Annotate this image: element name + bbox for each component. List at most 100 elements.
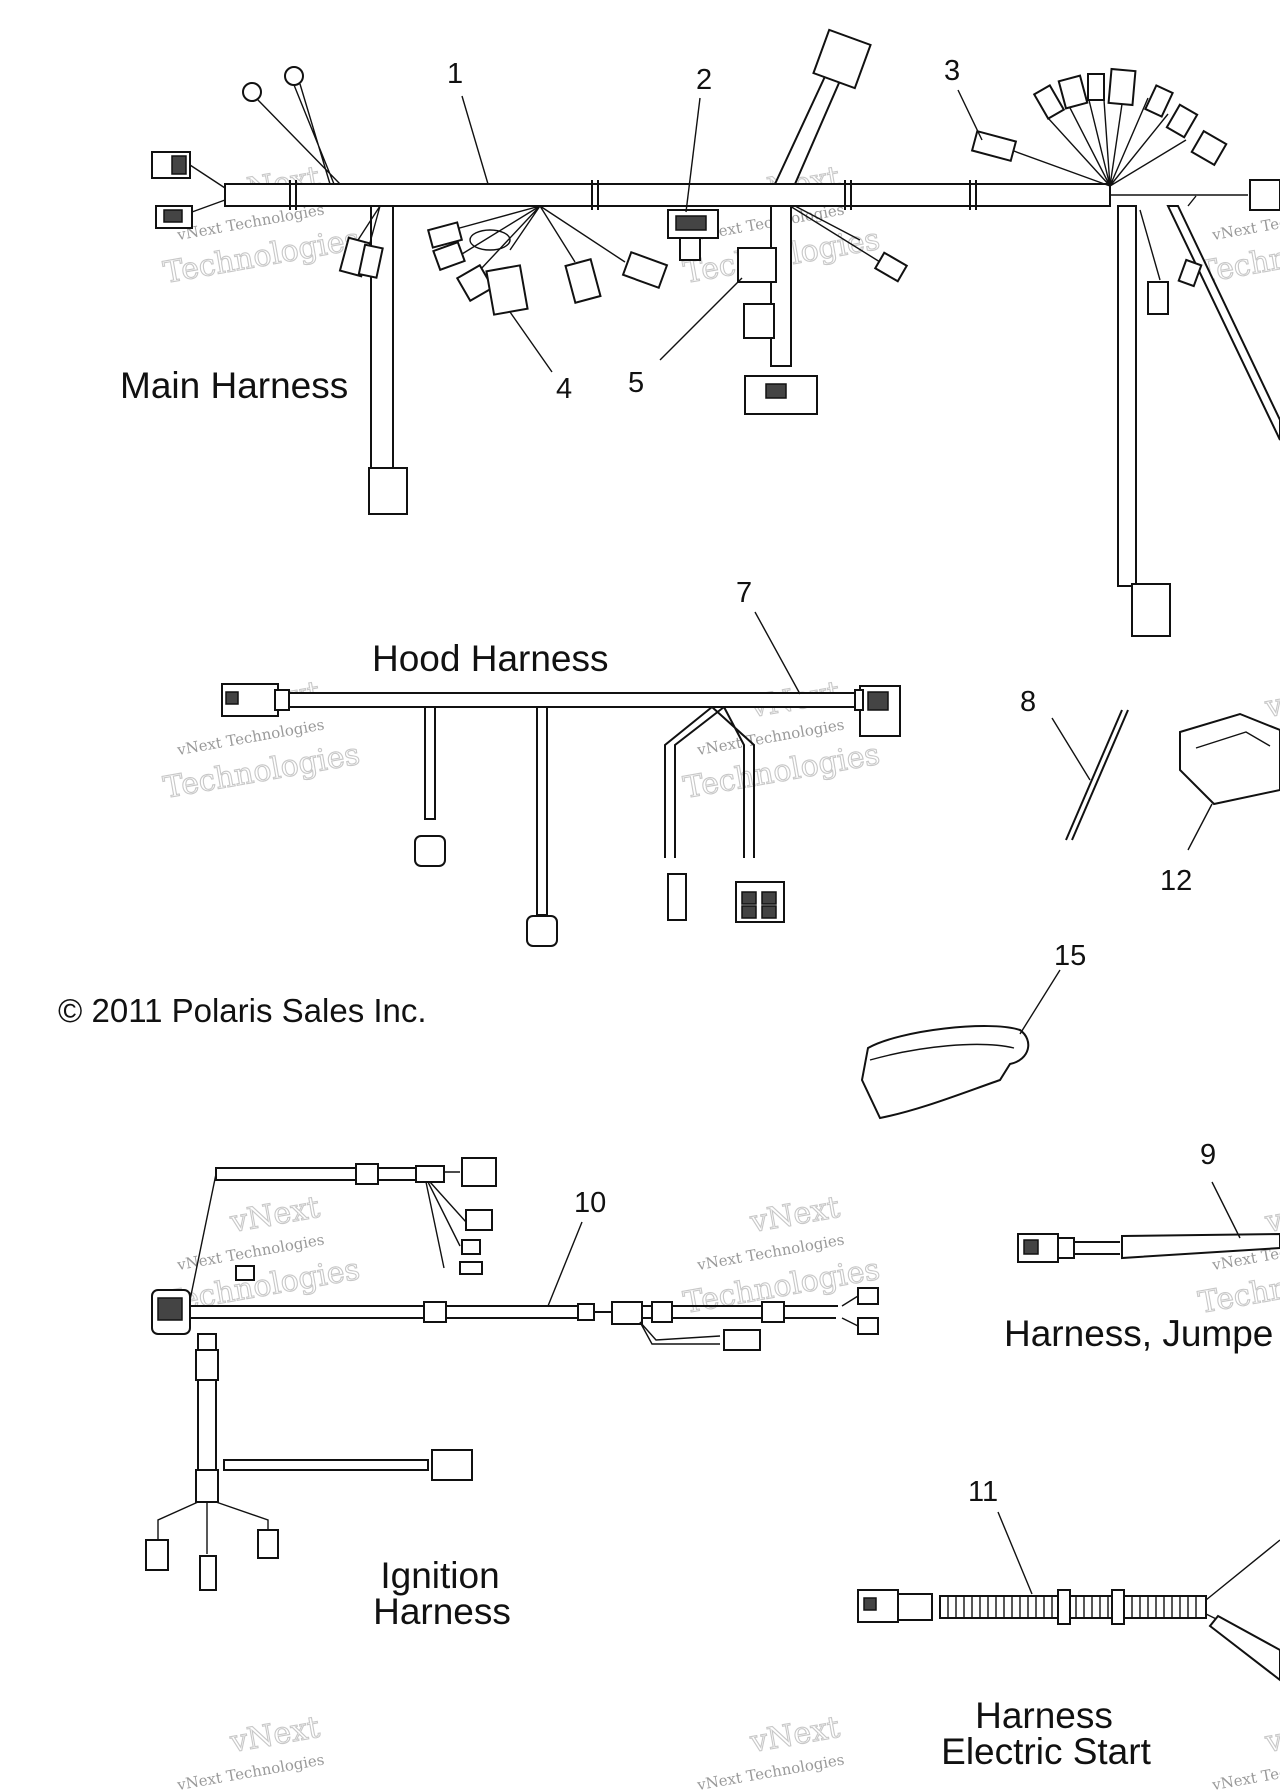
sensor-connector [426,221,464,249]
connector-latch [171,155,187,175]
main-harness-drop-center [770,205,792,367]
electric-start-harness [857,1511,1280,1682]
cable-tie-item-8 [1051,709,1129,841]
callout-7: 7 [736,577,752,609]
sensor-connector [621,250,669,290]
sensor-connector [357,243,384,279]
connector-pin [741,905,757,919]
hood-drop-1 [424,706,436,820]
jumper-boot [1057,1237,1075,1259]
watermark: vNext vNext Technologies [695,1709,846,1792]
main-harness-drop-right [1117,205,1137,587]
harness-lead [841,1295,859,1327]
ignition-end-connector [857,1317,879,1335]
sensor-connector [1190,129,1228,167]
connector-latch [225,691,239,705]
ignition-branch-connector [723,1329,761,1351]
cover-detail [1195,731,1271,749]
harness-titles: Main Harness Hood Harness Harness, Jumpe… [120,365,1273,1772]
harness-lead [1139,195,1197,281]
right-end-connector [1249,179,1280,211]
connector-latch [765,383,787,399]
callout-12: 12 [1160,865,1192,897]
callout-15: 15 [1054,940,1086,972]
sensor-connector [1107,67,1137,107]
callout-7-leader [754,611,801,695]
callout-8-leader [1051,717,1091,781]
ignition-end-connector [857,1287,879,1305]
harness-lead [189,164,226,213]
sensor-connector [564,258,602,304]
cable-tie [1065,709,1123,841]
hood-harness [221,611,901,947]
callout-leaders-main [461,89,983,373]
callout-10: 10 [574,1187,606,1219]
connector-latch [157,1297,183,1321]
sensor-connector [432,240,466,272]
clip-connector [743,303,775,339]
item-3-connector [970,129,1018,163]
hood-harness-title: Hood Harness [372,638,609,679]
electric-start-title-line2: Electric Start [941,1731,1151,1772]
harness-lead [189,1173,217,1301]
jumper-harness [1017,1181,1280,1263]
jumper-sleeve [1121,1232,1280,1260]
harness-band [761,1301,785,1323]
callout-4: 4 [556,373,572,405]
ignition-lower-connector [257,1529,279,1559]
ignition-harness-title-line2: Harness [373,1591,511,1632]
hood-left-boot [274,689,290,711]
callout-11-leader [997,1511,1033,1595]
callout-3-leader [957,89,983,141]
callout-1: 1 [447,58,463,90]
harness-lead [999,95,1187,187]
jumper-wire [1074,1241,1120,1255]
electric-start-boot [897,1593,933,1621]
hood-y-branch [664,706,755,858]
ignition-upper-connector [461,1239,481,1255]
harness-lead [642,1305,838,1319]
ignition-harness [145,1157,879,1591]
watermark: vNext vNext Technologies [175,1709,326,1792]
ignition-side-lead [223,1459,429,1471]
ignition-inline-connector [611,1301,643,1325]
hood-drop-1-connector [414,835,446,867]
electric-start-title-line1: Harness [975,1695,1113,1736]
callout-numbers: 1 2 3 4 5 7 8 12 15 9 10 11 [447,55,1216,1508]
sleeve-ridge [869,1043,1015,1061]
harness-lead [639,1321,721,1345]
callout-9-leader [1211,1181,1241,1239]
harness-lead [157,1501,269,1554]
callout-1-leader [461,95,489,185]
connector-cover [1179,712,1280,806]
main-harness-drop-left [370,205,394,469]
drop-end-connector [1131,583,1171,637]
sensor-connector [1087,73,1105,101]
sensor-connector [455,263,495,303]
callout-5-leader [659,277,743,361]
ignition-upper-lead [215,1167,425,1181]
main-harness-trunk [224,183,1111,207]
connector-latch [1023,1239,1039,1255]
watermark-brand: vNext [1262,675,1280,725]
sensor-connector [1032,84,1066,120]
harness-band [195,1469,219,1503]
connector-latch [867,691,889,711]
item-5-fuse-holder [737,247,777,283]
ring-terminal [284,66,304,86]
harness-band [355,1163,379,1185]
callout-8: 8 [1020,686,1036,718]
hood-right-boot [854,689,864,711]
sensor-connector [873,251,909,283]
conduit-sleeve [860,1025,1030,1120]
sensor-connector [1165,103,1199,139]
harness-band [195,1349,219,1381]
copyright-notice: © 2011 Polaris Sales Inc. [58,992,427,1029]
connector-pin [741,891,757,905]
callout-9: 9 [1200,1139,1216,1171]
harness-band [577,1303,595,1321]
callout-12-leader [1187,803,1213,851]
watermark-brand: vNext [1262,1710,1280,1760]
hood-harness-trunk [286,692,858,708]
